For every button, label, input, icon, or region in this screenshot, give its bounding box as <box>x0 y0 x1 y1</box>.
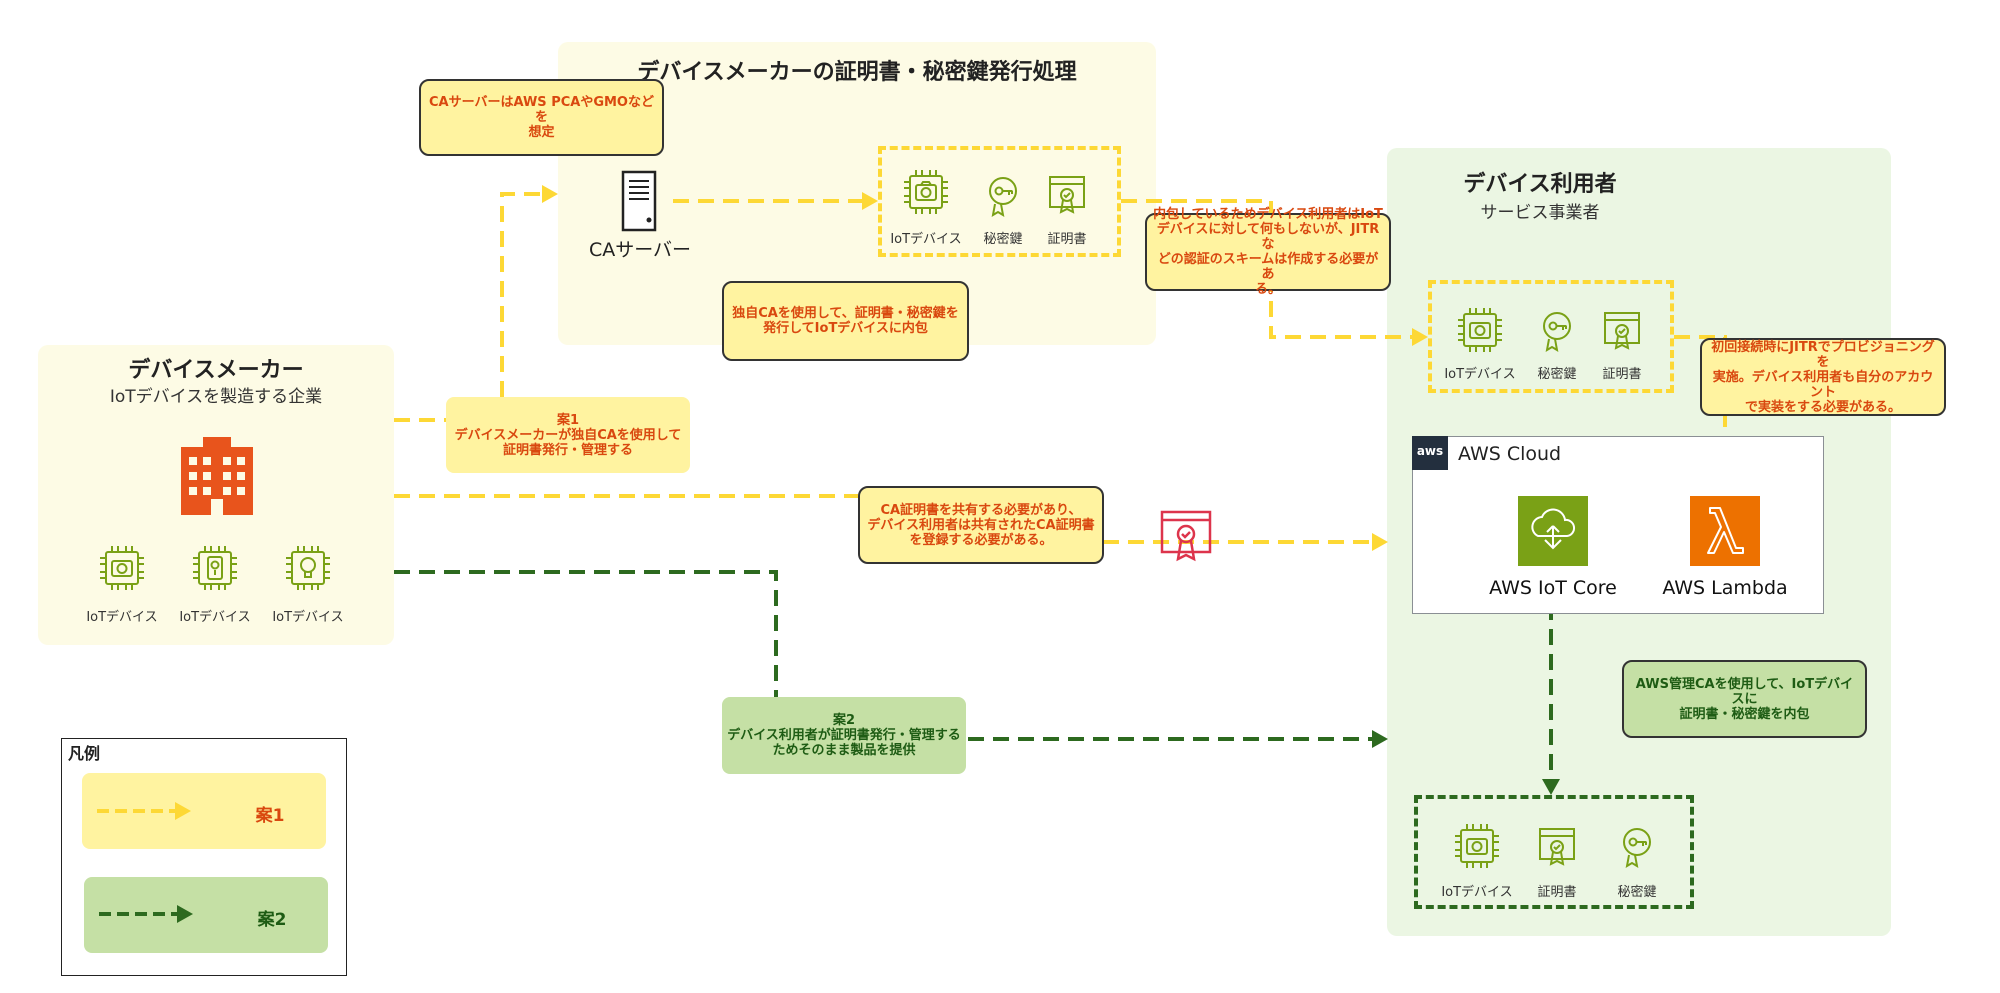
ca-server-note: CAサーバーはAWS PCAやGMOなどを 想定 <box>419 79 664 156</box>
aws-logo: aws <box>1412 436 1448 470</box>
issuance-device-label: IoTデバイス <box>890 232 962 247</box>
legend-plan2-label: 案2 <box>257 910 287 930</box>
issuance-note: 独自CAを使用して、証明書・秘密鍵を 発行してIoTデバイスに内包 <box>722 281 969 361</box>
user-bundle <box>1428 280 1674 393</box>
camera-chip-icon <box>100 546 144 590</box>
building-icon <box>181 437 253 515</box>
ca-server-label: CAサーバー <box>588 239 692 261</box>
plan2-key-label: 秘密鍵 <box>1617 885 1657 900</box>
user-key-label: 秘密鍵 <box>1537 367 1577 382</box>
maker-device-label-3: IoTデバイス <box>272 610 344 625</box>
plan1-tag: 案1 デバイスメーカーが独自CAを使用して 証明書発行・管理する <box>446 397 690 473</box>
issuance-bundle <box>878 146 1121 257</box>
legend-title: 凡例 <box>68 744 101 763</box>
user-cert-label: 証明書 <box>1602 367 1642 382</box>
legend-plan1-label: 案1 <box>255 806 285 826</box>
iot-device-icon <box>1455 824 1499 868</box>
device-maker-title: デバイスメーカー <box>128 358 304 383</box>
aws-cloud-label: AWS Cloud <box>1458 443 1562 465</box>
private-key-icon <box>1543 312 1571 352</box>
iot-device-icon <box>1458 308 1502 352</box>
arrowhead-ca <box>542 185 558 203</box>
certificate-icon <box>1049 176 1085 214</box>
arrowhead-plan2-user <box>1372 730 1388 748</box>
ca-certificate-icon <box>1160 510 1212 562</box>
lambda-glyph <box>1707 507 1744 554</box>
lambda-label: AWS Lambda <box>1662 577 1788 599</box>
embed-note: 内包しているためデバイス利用者はIoT デバイスに対して何もしないが、JITRな… <box>1145 207 1391 297</box>
plan2-tag: 案2 デバイス利用者が証明書発行・管理する ためそのまま製品を提供 <box>722 697 966 774</box>
issuance-cert-label: 証明書 <box>1047 232 1087 247</box>
plan1-line-up-to-ca <box>500 192 542 397</box>
arrowhead-plan2-bundle <box>1542 779 1560 795</box>
jitr-note: 初回接続時にJITRでプロビジョニングを 実施。デバイス利用者も自分のアカウント… <box>1700 338 1946 416</box>
plan2-line-down <box>394 570 778 697</box>
arrowhead-user-bundle <box>1412 328 1428 346</box>
private-key-icon <box>1623 828 1651 868</box>
device-user-title: デバイス利用者 <box>1463 172 1617 197</box>
issuance-panel-title: デバイスメーカーの証明書・秘密鍵発行処理 <box>637 60 1077 85</box>
sensor-chip-icon <box>193 546 237 590</box>
arrowhead-issuance <box>862 192 878 210</box>
private-key-icon <box>989 177 1017 217</box>
legend-plan1-arrow <box>97 802 191 820</box>
iot-device-icon <box>904 170 948 214</box>
issuance-key-label: 秘密鍵 <box>983 232 1023 247</box>
legend-plan2-arrow <box>99 905 193 923</box>
aws-ca-note: AWS管理CAを使用して、IoTデバイスに 証明書・秘密鍵を内包 <box>1622 660 1867 738</box>
user-device-label: IoTデバイス <box>1444 367 1516 382</box>
server-icon <box>621 170 657 232</box>
iot-core-glyph <box>1531 508 1576 550</box>
ca-share-note: CA証明書を共有する必要があり、 デバイス利用者は共有されたCA証明書 を登録す… <box>858 486 1104 564</box>
certificate-icon <box>1539 828 1575 866</box>
maker-device-label-2: IoTデバイス <box>179 610 251 625</box>
bulb-chip-icon <box>286 546 330 590</box>
lambda-icon <box>1690 496 1760 566</box>
aws-logo-text: aws <box>1416 444 1444 458</box>
plan2-device-label: IoTデバイス <box>1441 885 1513 900</box>
maker-device-label-1: IoTデバイス <box>86 610 158 625</box>
device-maker-subtitle: IoTデバイスを製造する企業 <box>109 387 323 407</box>
certificate-icon <box>1604 312 1640 350</box>
plan2-cert-label: 証明書 <box>1537 885 1577 900</box>
iot-core-icon <box>1518 496 1588 566</box>
issuance-to-user-line <box>1121 199 1412 339</box>
arrowhead-user-panel <box>1372 533 1388 551</box>
plan2-bundle <box>1414 795 1694 909</box>
iot-core-label: AWS IoT Core <box>1489 577 1617 599</box>
device-user-subtitle: サービス事業者 <box>1480 203 1600 223</box>
